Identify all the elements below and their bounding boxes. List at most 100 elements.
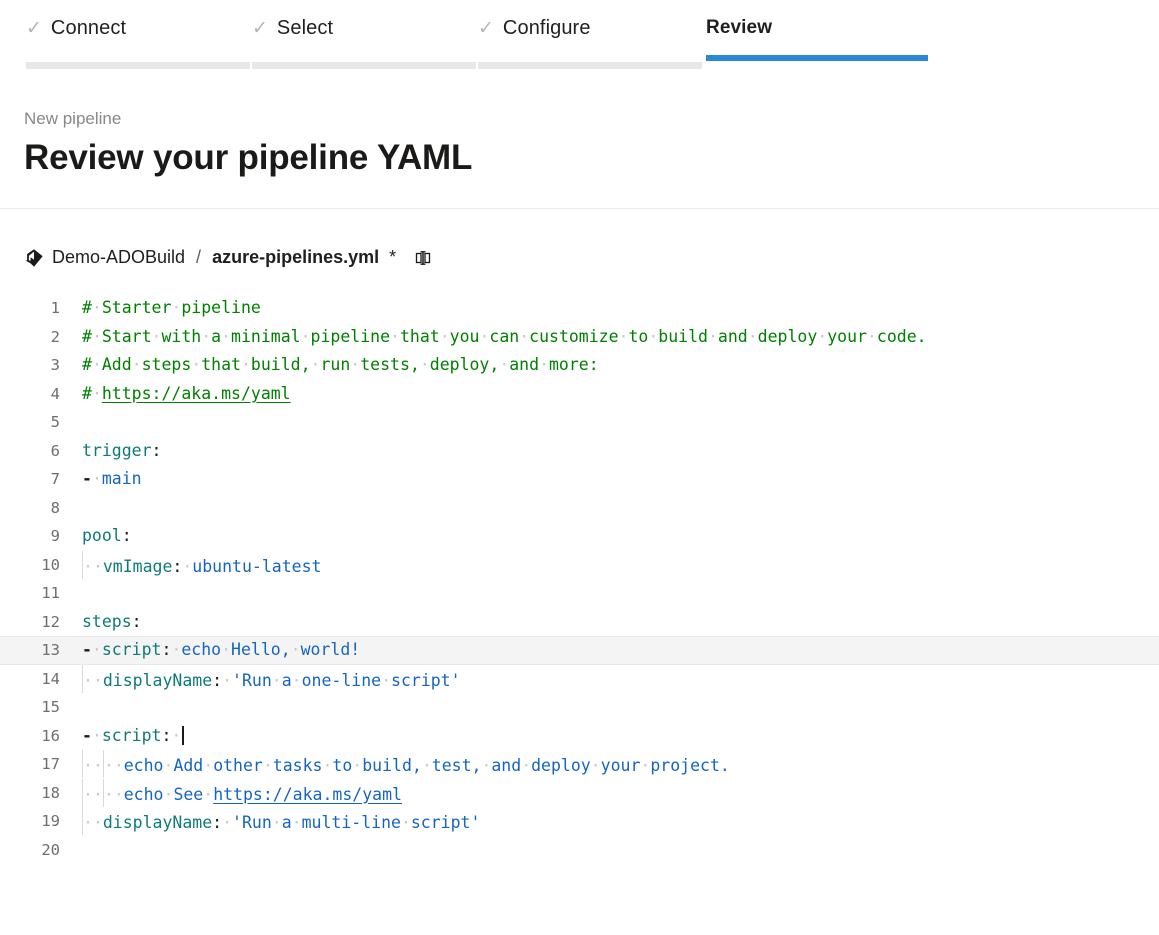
whitespace-dot: · xyxy=(171,298,182,317)
code-content[interactable]: trigger: xyxy=(82,437,1159,466)
wizard-tab-review[interactable]: Review xyxy=(704,0,928,78)
code-content[interactable]: -·script:·| xyxy=(82,722,1159,751)
whitespace-dot: · xyxy=(747,326,758,346)
whitespace-dot: · xyxy=(618,326,629,346)
code-line[interactable]: 10 ··vmImage:·ubuntu-latest xyxy=(0,550,1159,580)
repo-name[interactable]: Demo-ADOBuild xyxy=(52,247,186,267)
line-number: 5 xyxy=(50,413,60,431)
code-line[interactable]: 6 trigger: xyxy=(0,437,1159,466)
indent-guide xyxy=(102,778,104,807)
code-line[interactable]: 1 #·Starter·pipeline xyxy=(0,294,1159,323)
whitespace-dot: · xyxy=(221,640,232,659)
file-breadcrumb-bar: Demo-ADOBuild / azure-pipelines.yml * xyxy=(0,209,1159,268)
split-view-icon[interactable] xyxy=(414,249,432,267)
whitespace-dot: · xyxy=(439,326,450,346)
indent-guide xyxy=(82,550,83,579)
whitespace-dot: · xyxy=(92,784,103,804)
yaml-value: 'Run·a·multi-line·script' xyxy=(232,813,481,832)
line-number: 9 xyxy=(50,527,60,545)
code-line[interactable]: 16 -·script:·| xyxy=(0,722,1159,751)
code-content[interactable]: steps: xyxy=(82,608,1159,637)
whitespace-dot: · xyxy=(92,813,103,832)
comment-token: #·Start·with·a·minimal·pipeline·that·you… xyxy=(82,326,927,346)
whitespace-dot: · xyxy=(103,756,114,775)
code-content[interactable]: #·https://aka.ms/yaml xyxy=(82,380,1159,409)
line-number: 17 xyxy=(41,755,60,773)
whitespace-dot: · xyxy=(182,556,193,576)
line-number: 12 xyxy=(41,612,60,631)
yaml-key: vmImage xyxy=(102,556,173,576)
line-number: 10 xyxy=(41,555,60,574)
code-line-highlighted[interactable]: 13 -·script:·echo·Hello,·world! xyxy=(0,636,1159,665)
whitespace-dot: · xyxy=(83,556,93,576)
code-line[interactable]: 9 pool: xyxy=(0,522,1159,551)
code-content[interactable]: ····echo·See·https://aka.ms/yaml xyxy=(82,778,1159,808)
wizard-tab-select[interactable]: ✓ Select xyxy=(250,0,476,78)
code-line[interactable]: 20 xyxy=(0,836,1159,865)
code-content[interactable]: #·Starter·pipeline xyxy=(82,294,1159,323)
code-content[interactable] xyxy=(82,494,1159,523)
yaml-docs-link[interactable]: https://aka.ms/yaml xyxy=(101,383,291,403)
whitespace-dot: · xyxy=(222,670,233,690)
code-content[interactable]: ··vmImage:·ubuntu-latest xyxy=(82,550,1159,580)
code-line[interactable]: 17 ····echo·Add·other·tasks·to·build,·te… xyxy=(0,750,1159,779)
whitespace-dot: · xyxy=(91,298,102,317)
yaml-value: echo·Hello,·world! xyxy=(181,640,361,659)
line-number: 19 xyxy=(41,812,60,830)
yaml-key: script xyxy=(101,640,162,659)
line-number: 2 xyxy=(50,327,60,346)
code-line[interactable]: 4 #·https://aka.ms/yaml xyxy=(0,380,1159,409)
code-content[interactable] xyxy=(82,408,1159,437)
wizard-tab-configure[interactable]: ✓ Configure xyxy=(476,0,702,78)
comment-token: #·Add·steps·that·build,·run·tests,·deplo… xyxy=(82,355,599,374)
yaml-value: echo·Add·other·tasks·to·build,·test,·and… xyxy=(123,756,730,775)
whitespace-dot: · xyxy=(222,813,233,832)
code-content[interactable]: -·main xyxy=(82,465,1159,494)
code-content[interactable]: -·script:·echo·Hello,·world! xyxy=(82,636,1159,665)
code-content[interactable]: pool: xyxy=(82,522,1159,551)
unsaved-changes-marker: * xyxy=(389,247,397,267)
line-number: 20 xyxy=(41,840,60,859)
code-line[interactable]: 14 ··displayName:·'Run·a·one-line·script… xyxy=(0,664,1159,694)
code-content[interactable]: ····echo·Add·other·tasks·to·build,·test,… xyxy=(82,750,1159,779)
line-number: 4 xyxy=(50,384,60,403)
code-line[interactable]: 12 steps: xyxy=(0,608,1159,637)
code-content[interactable]: ··displayName:·'Run·a·one-line·script' xyxy=(82,664,1159,694)
path-separator: / xyxy=(196,247,202,267)
code-content[interactable]: #·Add·steps·that·build,·run·tests,·deplo… xyxy=(82,351,1159,380)
whitespace-dot: · xyxy=(151,326,162,346)
code-line[interactable]: 19 ··displayName:·'Run·a·multi-line·scri… xyxy=(0,807,1159,836)
code-line[interactable]: 5 xyxy=(0,408,1159,437)
yaml-key: displayName xyxy=(102,670,213,690)
wizard-tab-select-rule xyxy=(252,62,476,69)
colon: : xyxy=(212,813,223,832)
whitespace-dot: · xyxy=(390,326,400,346)
indent-guide xyxy=(82,664,83,693)
yaml-value: main xyxy=(101,469,142,488)
code-content[interactable] xyxy=(82,693,1159,722)
whitespace-dot: · xyxy=(240,355,251,374)
whitespace-dot: · xyxy=(352,756,363,775)
yaml-docs-link[interactable]: https://aka.ms/yaml xyxy=(213,784,402,804)
code-line[interactable]: 8 xyxy=(0,494,1159,523)
whitespace-dot: · xyxy=(590,756,601,775)
code-line[interactable]: 15 xyxy=(0,693,1159,722)
code-line[interactable]: 18 ····echo·See·https://aka.ms/yaml xyxy=(0,778,1159,808)
whitespace-dot: · xyxy=(400,813,411,832)
wizard-tab-connect[interactable]: ✓ Connect xyxy=(24,0,250,78)
code-content[interactable] xyxy=(82,579,1159,608)
code-content[interactable] xyxy=(82,836,1159,865)
code-line[interactable]: 7 -·main xyxy=(0,465,1159,494)
whitespace-dot: · xyxy=(866,326,877,346)
yaml-editor[interactable]: 1 #·Starter·pipeline 2 #·Start·with·a·mi… xyxy=(0,294,1159,864)
code-line[interactable]: 11 xyxy=(0,579,1159,608)
code-content[interactable]: ··displayName:·'Run·a·multi-line·script' xyxy=(82,807,1159,836)
code-content[interactable]: #·Start·with·a·minimal·pipeline·that·you… xyxy=(82,323,1159,352)
list-dash: - xyxy=(82,640,92,659)
whitespace-dot: · xyxy=(171,640,182,659)
code-line[interactable]: 2 #·Start·with·a·minimal·pipeline·that·y… xyxy=(0,323,1159,352)
code-line[interactable]: 3 #·Add·steps·that·build,·run·tests,·dep… xyxy=(0,351,1159,380)
file-name: azure-pipelines.yml xyxy=(212,247,380,267)
wizard-tab-select-label: Select xyxy=(276,16,334,39)
comment-token: #· xyxy=(82,383,102,403)
